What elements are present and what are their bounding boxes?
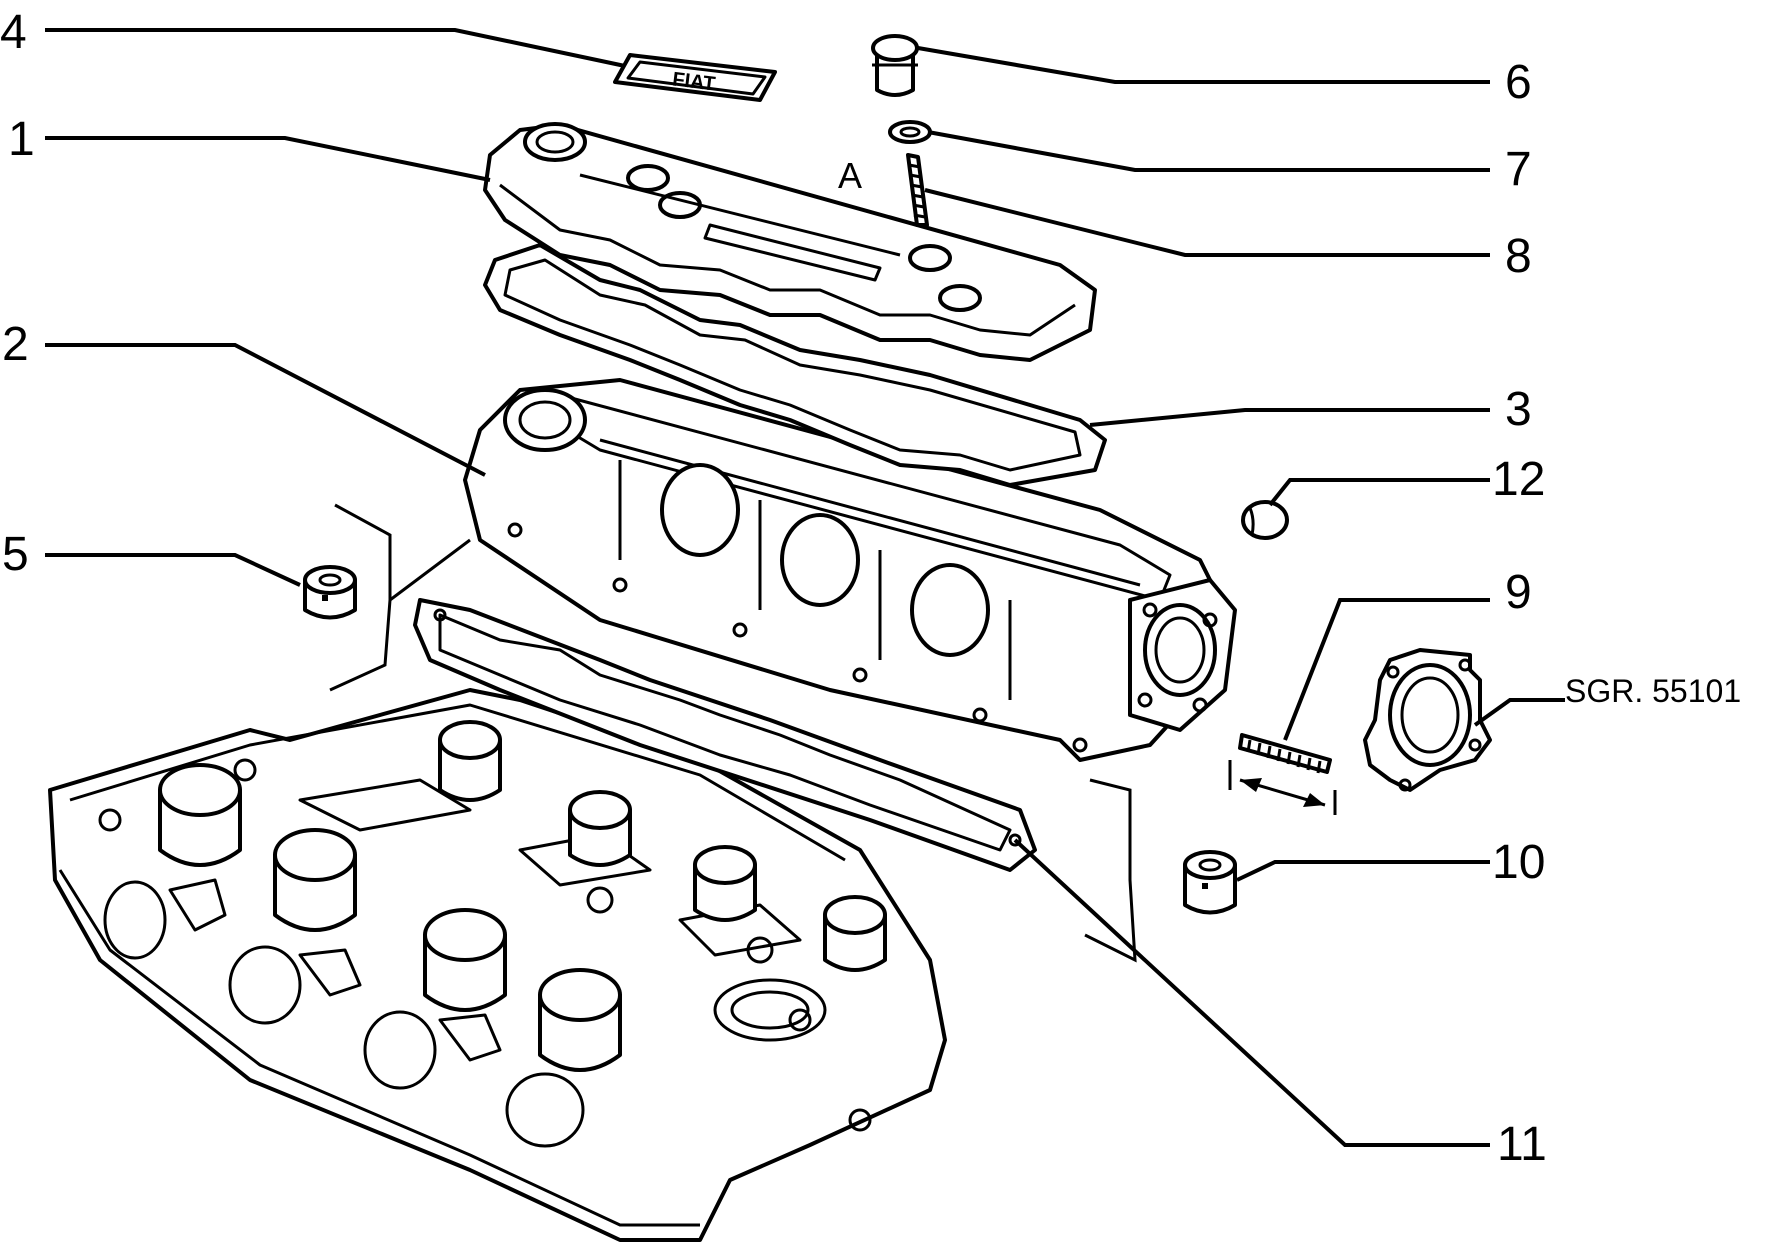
leader-11 — [1013, 838, 1490, 1147]
cover-gasket — [483, 243, 1107, 487]
callout-5: 5 — [2, 528, 29, 581]
callout-8: 8 — [1505, 230, 1532, 283]
callout-9: 9 — [1505, 566, 1532, 619]
rear-flange-part — [1363, 648, 1492, 792]
lower-gasket — [413, 598, 1037, 872]
leader-6 — [917, 46, 1490, 84]
callout-4: 4 — [0, 6, 27, 59]
camshaft-housing — [463, 378, 1237, 762]
callout-10: 10 — [1492, 836, 1545, 889]
leader-7 — [927, 130, 1490, 172]
tappet-group-right — [438, 720, 887, 972]
callout-11: 11 — [1497, 1118, 1547, 1171]
leader-lines — [45, 28, 1565, 1147]
dowel-sleeve-right — [1183, 850, 1237, 915]
callout-2: 2 — [2, 318, 29, 371]
callout-1: 1 — [8, 113, 35, 166]
leader-sgr — [1473, 698, 1565, 727]
valve-cover — [483, 122, 1097, 362]
leader-4 — [45, 28, 626, 68]
cylinder-head — [48, 688, 947, 1242]
callout-labels: 4 1 2 5 6 7 8 3 12 9 10 11 SGR. 55101 — [0, 6, 1741, 1171]
pin-with-dimension — [1228, 733, 1337, 815]
washer — [888, 120, 932, 144]
view-marker: A — [838, 155, 862, 196]
callout-6: 6 — [1505, 56, 1532, 109]
leader-1 — [45, 136, 491, 182]
filler-cap — [871, 34, 919, 97]
dowel-sleeve-left — [303, 565, 357, 620]
leader-5 — [45, 553, 301, 587]
leader-10 — [1236, 860, 1490, 882]
stud — [906, 153, 929, 227]
leader-12 — [1268, 478, 1490, 507]
callout-3: 3 — [1505, 383, 1532, 436]
leader-8 — [924, 188, 1490, 257]
callout-7: 7 — [1505, 143, 1532, 196]
leader-3 — [1089, 408, 1490, 427]
tappet-group-left — [158, 763, 622, 1072]
emblem-text: FIAT — [671, 68, 716, 95]
leader-9 — [1283, 598, 1490, 741]
fiat-emblem: FIAT — [613, 53, 777, 102]
bracket-lines-10 — [1084, 778, 1137, 963]
reference-code: SGR. 55101 — [1565, 673, 1741, 709]
bracket-lines-5 — [329, 503, 471, 692]
plug — [1241, 500, 1289, 540]
callout-12: 12 — [1492, 453, 1545, 506]
leader-2 — [45, 343, 486, 477]
